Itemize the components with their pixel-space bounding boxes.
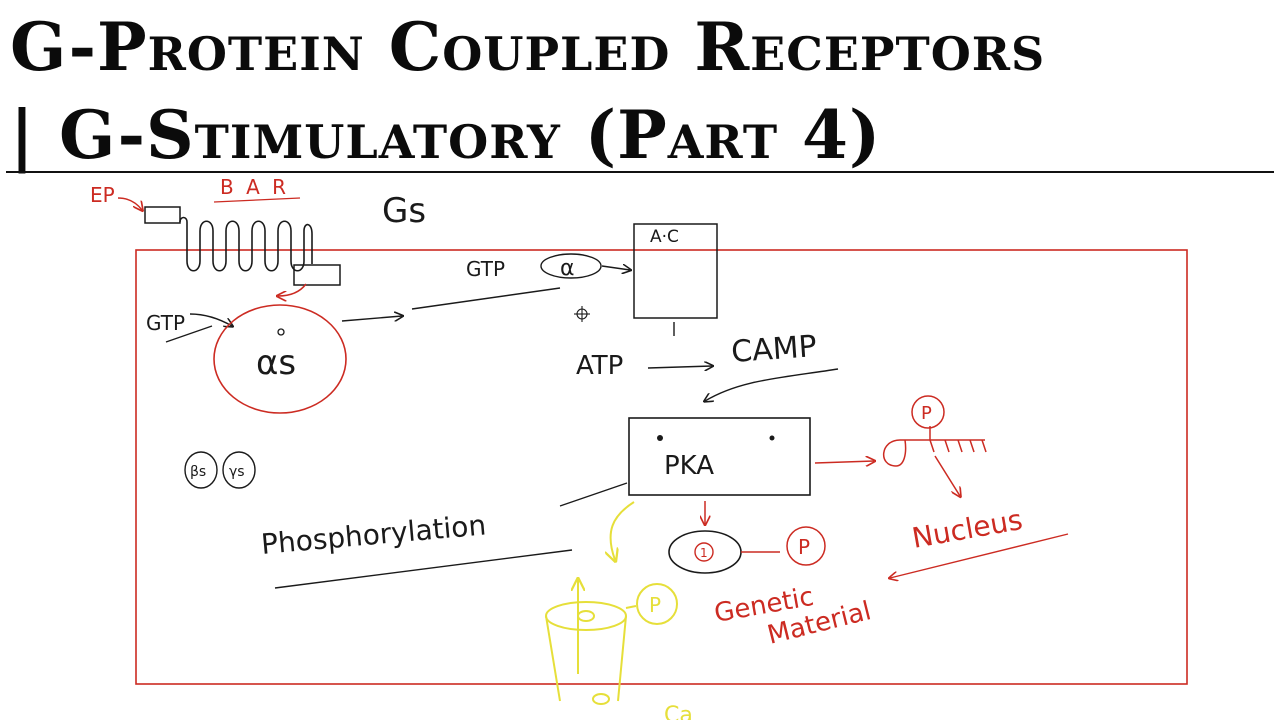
gtp-alpha-label: GTP (466, 257, 505, 281)
phosphate-channel-label: P (649, 593, 661, 617)
pka-dot-right (769, 435, 775, 441)
pka-label: PKA (664, 451, 714, 481)
camp-to-pka-arrow (705, 368, 839, 401)
alpha-s-subunit (213, 304, 347, 414)
receptor: EP B A R (90, 176, 341, 296)
nuclear-protein-bar (900, 439, 987, 453)
intracellular-box (293, 264, 341, 286)
alpha-s-label: αs (256, 343, 296, 383)
gamma-s-label: γs (229, 464, 245, 480)
receptor-label: B A R (220, 176, 289, 199)
nucleus-to-genetic-arrow (890, 533, 1069, 578)
gtp-left-label: GTP (146, 311, 185, 335)
gtp-alpha-oval (540, 253, 602, 279)
pka-dot-left (657, 435, 663, 441)
phosphate-target (786, 526, 826, 566)
atp-label: ATP (576, 351, 623, 381)
gtp-underline (165, 325, 213, 343)
phosphate-target-label: P (798, 535, 810, 559)
beta-s-label: βs (190, 464, 206, 480)
atp-to-camp-arrow (647, 366, 712, 368)
alpha-s-dot (277, 328, 285, 336)
alpha-to-ac-arrow (341, 316, 402, 322)
cursor-crosshair (574, 306, 590, 322)
adenylyl-cyclase (633, 223, 718, 319)
channel-p-bond (625, 605, 637, 609)
pka-box (628, 417, 811, 496)
pka-to-phospho-line (559, 482, 628, 507)
camp-label: CAMP (730, 329, 818, 370)
ac-label: A·C (650, 227, 679, 247)
calcium-channel (545, 601, 627, 705)
pka-to-channel-arrow (611, 501, 635, 560)
target-inner-circle (694, 542, 714, 562)
title-line-1: G-Protein Coupled Receptors (10, 8, 1046, 86)
cell-membrane (135, 249, 1188, 685)
pka-to-nucleus-arrow (814, 461, 874, 463)
phosphorylation-underline (274, 549, 573, 589)
phosphate-nuclear (911, 395, 945, 429)
gtp-alpha-arrow (601, 266, 630, 270)
nuclear-protein (882, 439, 907, 467)
target-one-label: 1 (700, 546, 708, 560)
phosphate-channel (636, 583, 678, 625)
phosphate-nuclear-label: P (921, 403, 932, 424)
gs-label: Gs (382, 191, 426, 231)
title-line-2: | G-Stimulatory (Part 4) (10, 96, 882, 174)
nuclear-down-arrow (934, 455, 960, 496)
title-divider (6, 171, 1274, 173)
gamma-s-subunit (222, 451, 256, 489)
gtp-alpha-symbol: α (560, 256, 575, 281)
receptor-underline (213, 197, 301, 203)
ligand-binding-site (144, 206, 181, 224)
ep-arrow (117, 197, 142, 210)
whiteboard-diagram: EP B A R Gs GTP αs GTP α A·C ATP CAMP PK… (90, 176, 1188, 720)
ep-label: EP (90, 183, 115, 207)
receptor-to-alpha-arrow (278, 283, 307, 296)
alpha-to-ac-line (411, 287, 561, 310)
transmembrane-helices (179, 216, 313, 272)
phosphorylation-label: Phosphorylation (260, 508, 488, 561)
nucleus-label: Nucleus (909, 503, 1024, 555)
gtp-to-alpha-arrow (189, 313, 232, 326)
beta-s-subunit (184, 451, 218, 489)
calcium-label: Ca (664, 703, 693, 720)
